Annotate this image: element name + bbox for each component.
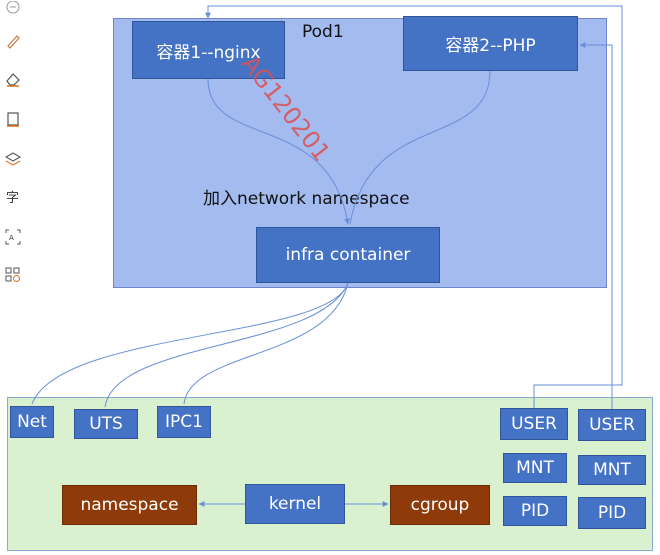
infra-container[interactable]: infra container xyxy=(256,227,440,283)
apps-icon[interactable] xyxy=(4,266,22,284)
join-network-label: 加入network namespace xyxy=(203,189,410,209)
text-icon[interactable]: 字 xyxy=(4,188,22,206)
ns-mnt-2[interactable]: MNT xyxy=(578,455,646,485)
cgroup-box[interactable]: cgroup xyxy=(390,485,490,525)
ns-ipc[interactable]: IPC1 xyxy=(157,406,211,438)
kernel-box[interactable]: kernel xyxy=(245,484,345,524)
ns-user-1[interactable]: USER xyxy=(500,408,568,440)
svg-text:字: 字 xyxy=(6,191,19,205)
ns-mnt-1[interactable]: MNT xyxy=(503,453,567,483)
pod-title: Pod1 xyxy=(302,22,344,42)
ns-pid-2[interactable]: PID xyxy=(578,497,646,529)
infra-to-net-curve xyxy=(31,282,349,405)
ns-user-2[interactable]: USER xyxy=(578,409,646,441)
layers-icon[interactable] xyxy=(4,150,22,168)
eraser-icon[interactable] xyxy=(4,70,22,88)
svg-text:A: A xyxy=(9,234,14,242)
left-toolbar: 字 A xyxy=(0,0,26,300)
ns-pid-1[interactable]: PID xyxy=(503,496,567,526)
ns-uts[interactable]: UTS xyxy=(74,409,138,439)
container-php[interactable]: 容器2--PHP xyxy=(403,16,578,71)
ns-net[interactable]: Net xyxy=(10,406,54,438)
pen-icon[interactable] xyxy=(4,32,22,50)
infra-to-ipc-curve xyxy=(183,282,349,405)
infra-to-uts-curve xyxy=(104,282,349,408)
ocr-icon[interactable]: A xyxy=(4,228,22,246)
frame-icon[interactable] xyxy=(4,110,22,128)
namespace-box[interactable]: namespace xyxy=(62,485,197,525)
circle-icon[interactable] xyxy=(4,0,22,18)
